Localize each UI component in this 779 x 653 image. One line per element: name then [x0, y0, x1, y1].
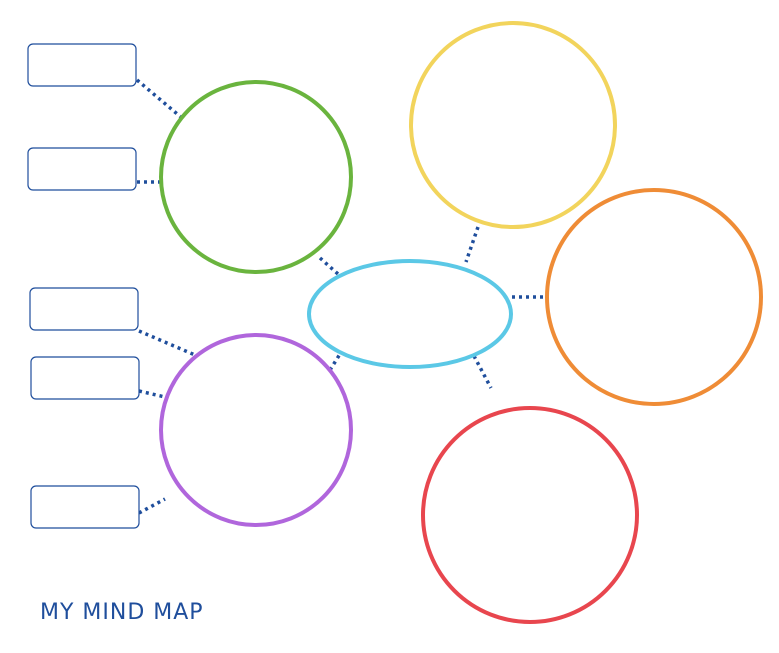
connector-box3-purple	[138, 329, 196, 357]
text-box-4[interactable]	[30, 356, 140, 400]
connector-box1-green	[135, 78, 184, 120]
connectors	[135, 78, 546, 515]
mind-map-title: MY MIND MAP	[40, 600, 204, 625]
connector-box5-purple	[138, 497, 166, 515]
bubbles	[159, 21, 763, 624]
text-box-2[interactable]	[27, 147, 137, 191]
central-bubble[interactable]	[307, 259, 513, 369]
connector-box4-purple	[138, 389, 166, 399]
red-bubble[interactable]	[421, 406, 639, 624]
purple-bubble[interactable]	[159, 333, 353, 527]
text-box-3[interactable]	[29, 287, 139, 331]
connector-yellow-center	[464, 226, 480, 263]
orange-bubble[interactable]	[545, 188, 763, 406]
connector-red-center	[472, 355, 493, 389]
text-box-1[interactable]	[27, 43, 137, 87]
connector-purple-center	[328, 353, 342, 371]
green-bubble[interactable]	[159, 80, 353, 274]
connector-green-center	[318, 256, 340, 276]
yellow-bubble[interactable]	[409, 21, 617, 229]
text-boxes	[27, 43, 140, 529]
text-box-5[interactable]	[30, 485, 140, 529]
